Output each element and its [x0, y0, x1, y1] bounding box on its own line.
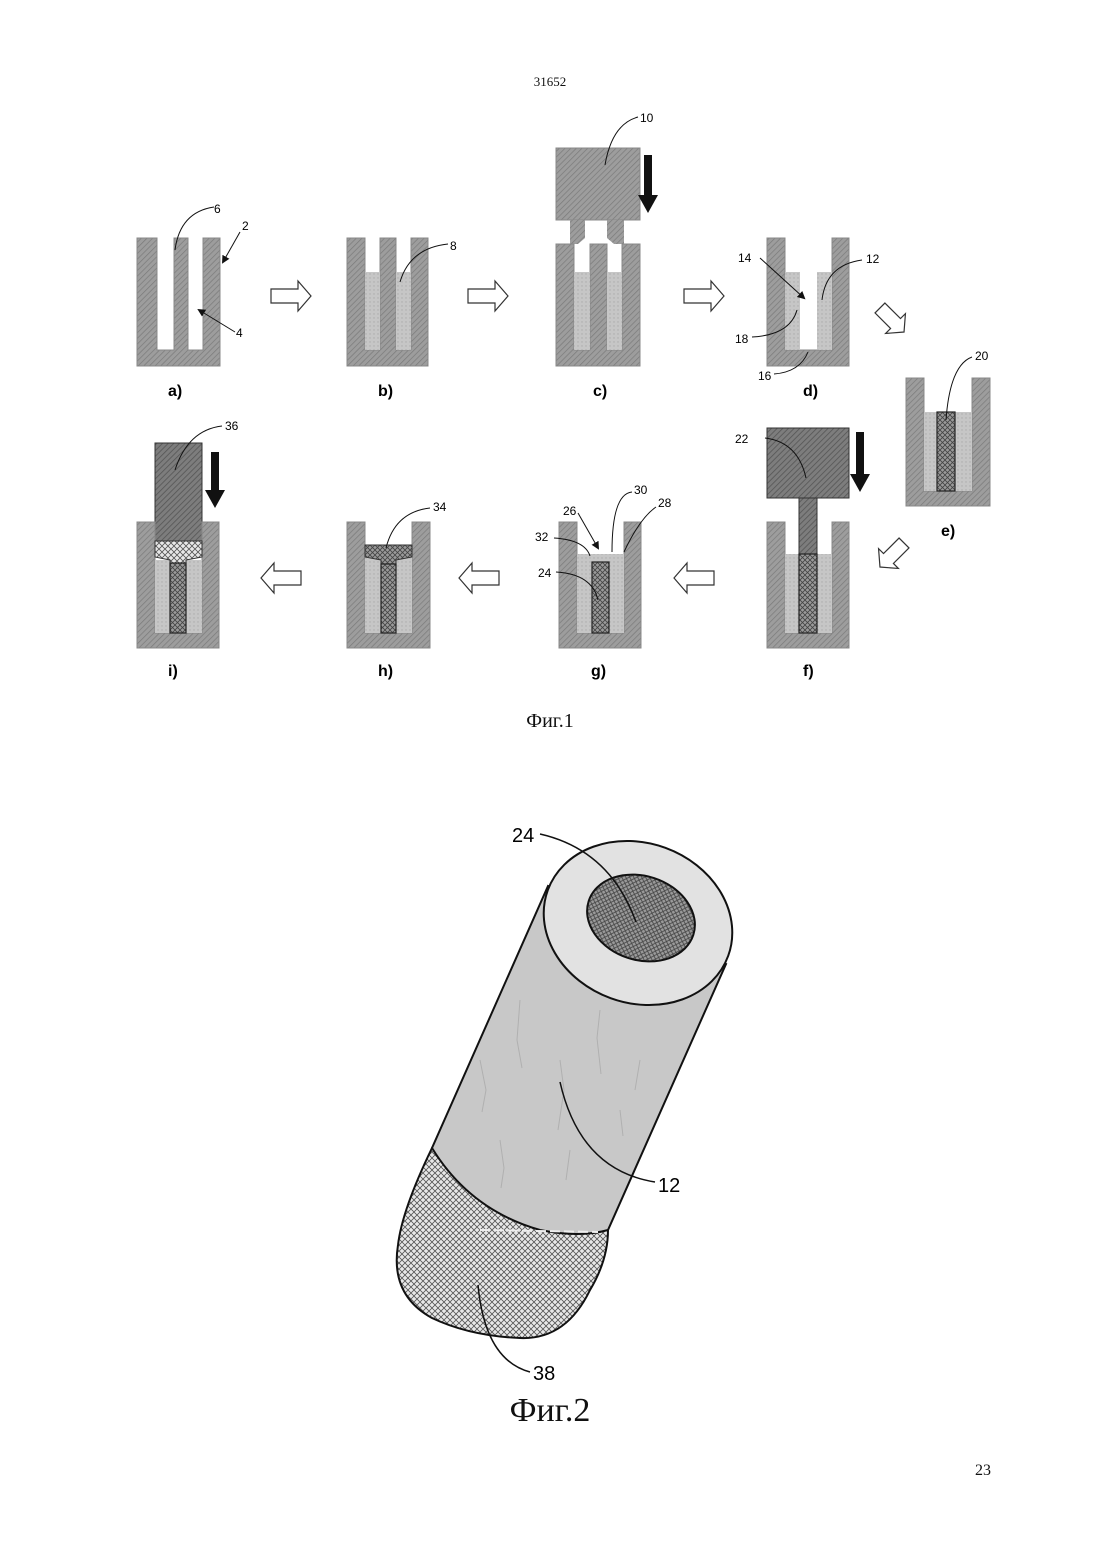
step-label-d: d) — [803, 383, 818, 400]
ref-26: 26 — [563, 504, 577, 518]
figure1-caption: Фиг.1 — [0, 710, 1100, 733]
ref-38-fig2: 38 — [533, 1363, 555, 1385]
ref-6: 6 — [214, 202, 221, 216]
figure2-cylinder — [397, 815, 756, 1338]
process-arrow-diagonal — [870, 533, 914, 577]
ref-28: 28 — [658, 496, 672, 510]
step-f-mold — [767, 428, 849, 648]
process-arrow-right — [468, 281, 508, 311]
step-label-i: i) — [168, 663, 178, 680]
ref-24: 24 — [538, 566, 552, 580]
ref-32: 32 — [535, 530, 549, 544]
step-label-f: f) — [803, 663, 814, 680]
ref-30: 30 — [634, 483, 648, 497]
leader-arrow — [578, 513, 598, 548]
ref-14: 14 — [738, 251, 752, 265]
step-label-c: c) — [593, 383, 607, 400]
process-arrow-left — [261, 563, 301, 593]
step-b-mold — [347, 238, 428, 366]
leader-arrow — [223, 232, 240, 262]
ref-36: 36 — [225, 419, 239, 433]
press-arrow-down — [211, 452, 219, 492]
ref-16: 16 — [758, 369, 772, 383]
ref-12-fig2: 12 — [658, 1175, 680, 1197]
step-label-e: e) — [941, 523, 955, 540]
press-arrow-down — [856, 432, 864, 476]
step-i-mold — [137, 443, 219, 648]
step-label-h: h) — [378, 663, 393, 680]
page-number: 23 — [975, 1462, 991, 1480]
ref-8: 8 — [450, 239, 457, 253]
process-arrow-right — [271, 281, 311, 311]
process-arrow-left — [459, 563, 499, 593]
step-d-mold — [767, 238, 849, 366]
step-e-mold — [906, 378, 990, 506]
press-arrow-down-head — [850, 474, 870, 492]
step-label-b: b) — [378, 383, 393, 400]
press-arrow-down-head — [205, 490, 225, 508]
ref-2: 2 — [242, 219, 249, 233]
step-a-mold — [137, 238, 220, 366]
process-arrow-right — [684, 281, 724, 311]
ref-22: 22 — [735, 432, 749, 446]
step-label-a: a) — [168, 383, 182, 400]
press-arrow-down — [644, 155, 652, 197]
figure2-caption: Фиг.2 — [0, 1392, 1100, 1430]
ref-20: 20 — [975, 349, 989, 363]
ref-24-fig2: 24 — [512, 825, 534, 847]
ref-18: 18 — [735, 332, 749, 346]
process-arrow-left — [674, 563, 714, 593]
ref-10: 10 — [640, 111, 654, 125]
ref-12: 12 — [866, 252, 880, 266]
leader-line — [946, 357, 972, 420]
press-arrow-down-head — [638, 195, 658, 213]
ref-34: 34 — [433, 500, 447, 514]
process-arrow-diagonal — [870, 298, 914, 342]
step-c-mold — [556, 148, 640, 366]
step-label-g: g) — [591, 663, 606, 680]
ref-4: 4 — [236, 326, 243, 340]
